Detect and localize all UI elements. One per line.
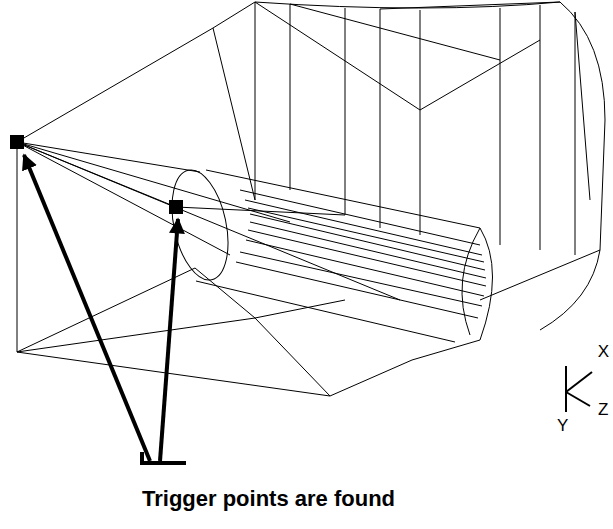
caption-note: Trigger points are found (142, 486, 395, 512)
axis-triad (566, 366, 592, 412)
axis-label: X (598, 342, 609, 362)
trigger-point (169, 200, 183, 214)
wireframe-lines (17, 2, 605, 396)
axis-label: Y (557, 416, 568, 436)
trigger-point (10, 135, 24, 149)
axis-label: Z (598, 400, 608, 420)
leader-arrows (24, 155, 186, 463)
